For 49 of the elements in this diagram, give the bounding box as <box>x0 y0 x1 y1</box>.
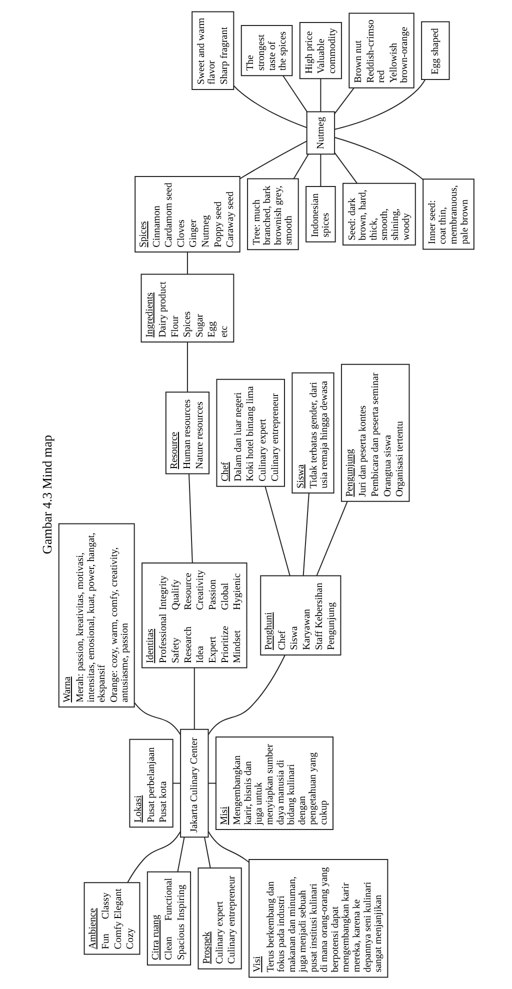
node-box: Egg shaped <box>421 21 450 80</box>
node-box: Indonesian spices <box>306 186 336 242</box>
node-box: Brown nut Reddish-crimso red Yellowish brown-orange <box>348 12 414 88</box>
node-box: Prospek Culinary expert Culinary entrepreneur <box>198 867 242 970</box>
connector <box>334 152 358 184</box>
connector <box>334 87 354 114</box>
connector <box>208 654 286 736</box>
node-box: Chef Dalam dan luar negeri Koki hotel bintang lima Culinary expert Culinary entrepreneur <box>216 378 285 487</box>
connector <box>186 252 188 275</box>
connector <box>293 154 309 180</box>
connector <box>264 486 290 576</box>
connector <box>334 79 426 130</box>
connector <box>320 154 322 187</box>
node-box: Visi Terus berkembang dan fokus pada industri makanan dan minuman, juga menjadi sebuah pusat institusi kulinari di mana orang-orang yang berpotensi dapat mengembangkan karir mereka, karena ke depannya seni kulinari sangat menjanjikan <box>248 859 388 978</box>
node-box: Ingredients Dairy product Flour Spices Sugar Egg etc <box>140 274 234 343</box>
node-box: Siswa Tidak terbatas gender, dari usia remaja hingga dewasa <box>292 372 334 494</box>
node-box: Misi Mengembangkan karir, bisnis dan juga untuk menyiapkan sumber daya manusia di bidang kulinari dengan pengetahuan yang cukup <box>215 736 334 830</box>
connector <box>188 473 193 564</box>
connector <box>186 342 188 392</box>
node-box: Jakarta Culinary Center <box>180 728 209 838</box>
node-box: The strongest taste of the spices <box>240 25 293 76</box>
node-box: Pengunjung Juri dan peserta kontes Pembicara dan peserta seminar Orangtua siswa Organisasi tertentu <box>340 364 410 502</box>
connector <box>316 501 348 576</box>
connector <box>334 136 424 180</box>
connector <box>194 667 195 730</box>
node-box: Spices Cinnamon Cardamom seed Cloves Ginger Nutmeg Poppy seed Caraway seed <box>134 176 240 252</box>
node-box: High price Valuable commodity <box>299 22 342 80</box>
node-box: Seed: dark brown, hard, thick, smooth, shining, woody <box>342 182 416 246</box>
connector <box>233 85 308 128</box>
connector <box>208 831 250 863</box>
connector <box>177 836 185 872</box>
connector <box>172 782 181 784</box>
connector <box>204 836 211 868</box>
node-box: Tree: much branched, bark brownish grey, smooth <box>247 178 299 250</box>
node-box: Resource Human resources Nature resources <box>165 392 210 474</box>
node-box: Lokasi Pusat perbelanjaan Pusat kota <box>129 738 174 828</box>
node-box: Sweet and warm flavor Sharp fragrant <box>192 11 234 90</box>
connector <box>320 78 322 112</box>
node-box: Identitas Professional Integrity Safety Qualify Research Resource Idea Creativity Expert Passion Prioritize Global Mindset Hygienic <box>142 562 248 668</box>
connector <box>134 702 181 736</box>
diagram-title: Gambar 4.3 Mind map <box>40 434 55 554</box>
node-box: Nutmeg <box>306 111 336 155</box>
connector <box>208 782 216 784</box>
connector <box>127 831 181 883</box>
node-box: Penghuni Chef Siswa Karyawan Staff Kebersihan Pengunjung <box>260 575 342 656</box>
connector <box>302 492 310 576</box>
connector <box>282 75 308 112</box>
node-box: Warna Merah: passion, kreativitas, motivasi, intensitas, emosional, kuat, power, hangat, ekspansif Orange: cozy, warm, comfy, creativity, antusiasme, passion <box>58 523 135 708</box>
connector <box>240 140 308 180</box>
